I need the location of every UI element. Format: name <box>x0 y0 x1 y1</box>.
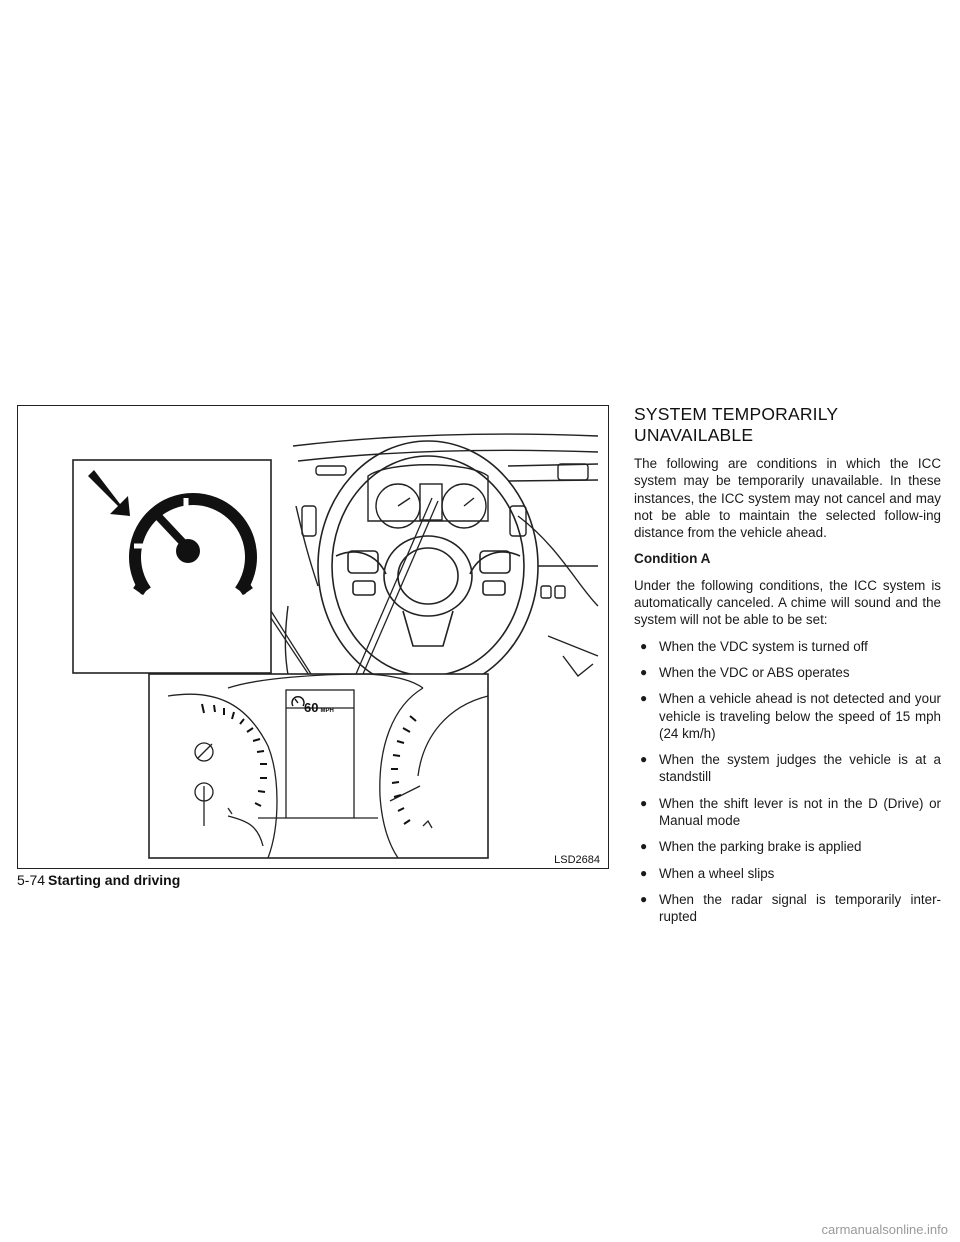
list-item: When the shift lever is not in the D (Dr… <box>634 795 941 830</box>
speedometer-needle <box>133 498 253 596</box>
condition-list: When the VDC system is turned off When t… <box>634 638 941 926</box>
gauge-cluster-detail <box>167 673 489 859</box>
callout-box-top <box>72 459 272 674</box>
watermark: carmanualsonline.info <box>821 1222 948 1237</box>
list-item: When the radar signal is temporarily int… <box>634 891 941 926</box>
speed-unit: MPH <box>320 708 334 714</box>
dashboard-lines <box>284 433 599 687</box>
speed-value: 60 <box>304 700 319 715</box>
instrument-cluster <box>367 464 489 529</box>
figure-label: LSD2684 <box>552 854 602 866</box>
steering-wheel <box>317 440 539 692</box>
condition-heading: Condition A <box>634 551 711 567</box>
section-title: SYSTEM TEMPORARILY UNAVAILABLE <box>634 404 838 445</box>
list-item: When the VDC system is turned off <box>634 638 941 656</box>
gauge-ticks-left <box>201 703 267 807</box>
callout-lines <box>270 497 439 679</box>
gauge-ticks-right <box>391 715 417 825</box>
condition-paragraph: Under the following conditions, the ICC … <box>634 577 941 628</box>
dashboard-illustration <box>72 433 599 859</box>
list-item: When the parking brake is applied <box>634 838 941 856</box>
cruise-indicator-icon <box>291 696 305 707</box>
intro-paragraph: The following are conditions in which th… <box>634 456 941 541</box>
page-number: 5-74 <box>17 872 46 888</box>
footer-section-name: Starting and driving <box>48 872 181 888</box>
speedometer-icon <box>129 493 257 595</box>
arrow-icon <box>88 470 130 516</box>
list-item: When a vehicle ahead is not detected and… <box>634 690 941 742</box>
list-item: When the system judges the vehicle is at… <box>634 751 941 786</box>
text-column: SYSTEM TEMPORARILY UNAVAILABLE The follo… <box>634 404 941 935</box>
list-item: When a wheel slips <box>634 865 941 883</box>
list-item: When the VDC or ABS operates <box>634 664 941 682</box>
